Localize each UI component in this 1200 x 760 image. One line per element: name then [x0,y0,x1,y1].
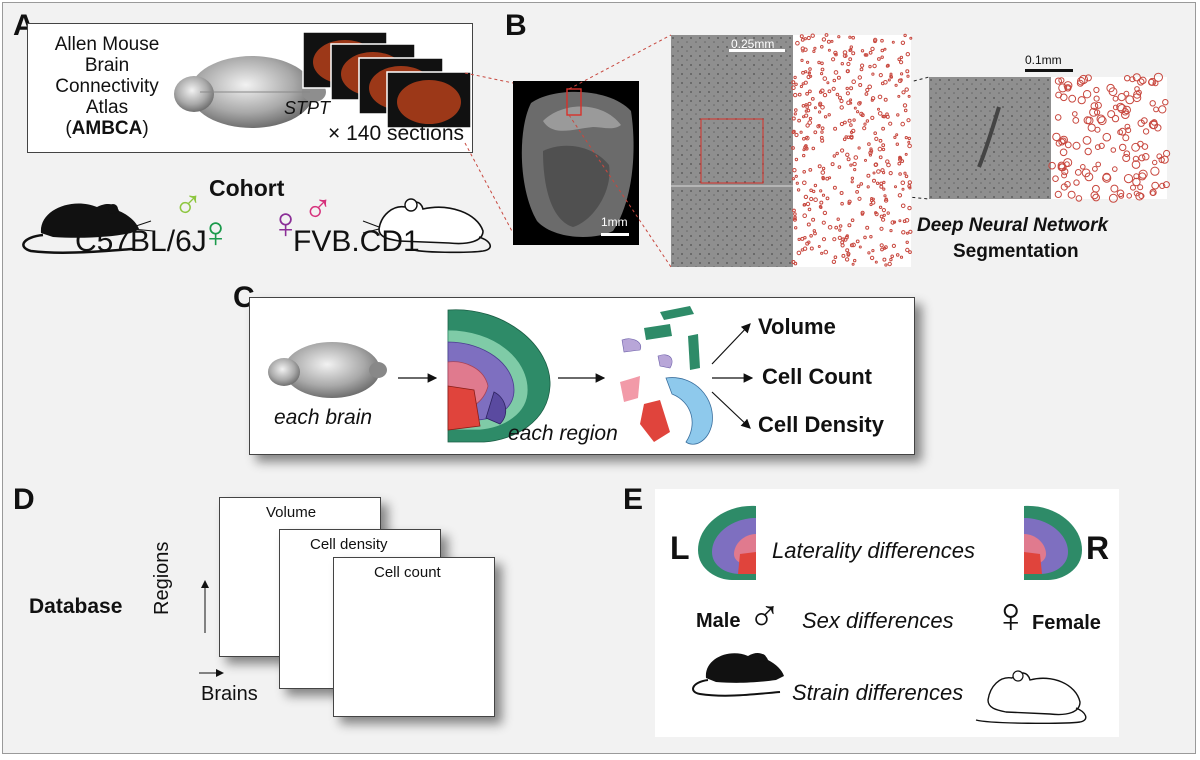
dnn-label-line2: Segmentation [953,241,1079,262]
sections-count: × 140 sections [328,122,465,145]
brain-image [174,56,326,128]
pipeline-brain-image [268,342,387,398]
zoomed-tile-2-image [929,77,1051,199]
sex-label: Sex differences [802,608,954,633]
strain-white-mouse-icon [975,670,1087,724]
atlas-line-2: Brain [84,55,130,76]
output-volume: Volume [758,314,836,339]
panel-label-e: E [623,483,644,516]
c57-male-symbol: ♂ [173,183,203,227]
coronal-section-image: 1mm [513,81,639,245]
brains-axis-label: Brains [201,683,258,705]
pipeline-box: each brain [249,297,915,455]
fvb-male-symbol: ♂ [303,187,333,231]
stpt-section-stack [302,31,472,129]
atlas-line-1: Allen Mouse [54,34,160,55]
each-region-label: each region [508,422,618,445]
female-symbol: ♀ [992,587,1030,643]
scale-1mm: 1mm [601,215,628,229]
left-hemisphere-icon [698,505,756,580]
female-label: Female [1032,612,1101,634]
atlas-name: Allen Mouse Brain Connectivity Atlas (AM… [32,34,182,139]
segmented-cells-025mm [791,33,913,267]
scale-025mm: 0.25mm [731,37,775,51]
sheet-cell-count-label: Cell count [374,564,441,581]
black-mouse-icon [22,203,154,254]
atlas-line-4: Atlas [85,97,129,118]
scale-bar-01mm [1025,69,1073,72]
segmented-cells-01mm [1048,72,1171,203]
atlas-abbr-line: (AMBCA) [65,118,149,139]
right-hemisphere-icon [1024,505,1082,580]
strain-label: Strain differences [792,680,964,705]
male-symbol: ♂ [748,590,781,639]
dnn-label-line1: Deep Neural Network [917,215,1109,236]
panel-label-d: D [13,483,35,516]
sheet-volume-label: Volume [266,504,317,521]
each-brain-label: each brain [274,406,373,429]
stpt-label: STPT [284,98,331,118]
left-hemisphere-letter: L [670,530,690,566]
stpt-section-4 [386,71,472,129]
panel-label-b: B [505,9,527,42]
laterality-label: Laterality differences [772,538,975,563]
differences-box: L Laterality differences R Male ♂ Sex di… [655,489,1119,737]
scale-01mm: 0.1mm [1025,53,1062,67]
atlas-box: Allen Mouse Brain Connectivity Atlas (AM… [27,23,473,153]
strain-c57-label: C57BL/6J [75,225,207,258]
atlas-abbr: AMBCA [71,118,143,139]
sheet-cell-count: Cell count [333,557,495,717]
output-cell-density: Cell Density [758,412,884,437]
cohort-label: Cohort [209,175,285,201]
axis-arrows [199,580,224,677]
right-hemisphere-letter: R [1086,530,1110,566]
fvb-female-symbol: ♀ [269,199,302,248]
c57-female-symbol: ♀ [199,208,232,257]
atlas-line-3: Connectivity [55,76,159,97]
zoomed-tile-image: 0.25mm [671,35,793,267]
white-mouse-icon [362,198,491,254]
atlas-hemisphere-image [447,309,551,443]
male-label: Male [696,610,741,632]
strain-fvb-label: FVB.CD1 [293,225,420,258]
sheet-cell-density-label: Cell density [310,536,388,553]
strain-black-mouse-icon [692,653,784,697]
pipeline-arrows [398,323,754,429]
regions-axis-label: Regions [151,541,173,615]
separated-regions-image [620,306,713,445]
output-cell-count: Cell Count [762,364,872,389]
database-label: Database [29,595,123,618]
